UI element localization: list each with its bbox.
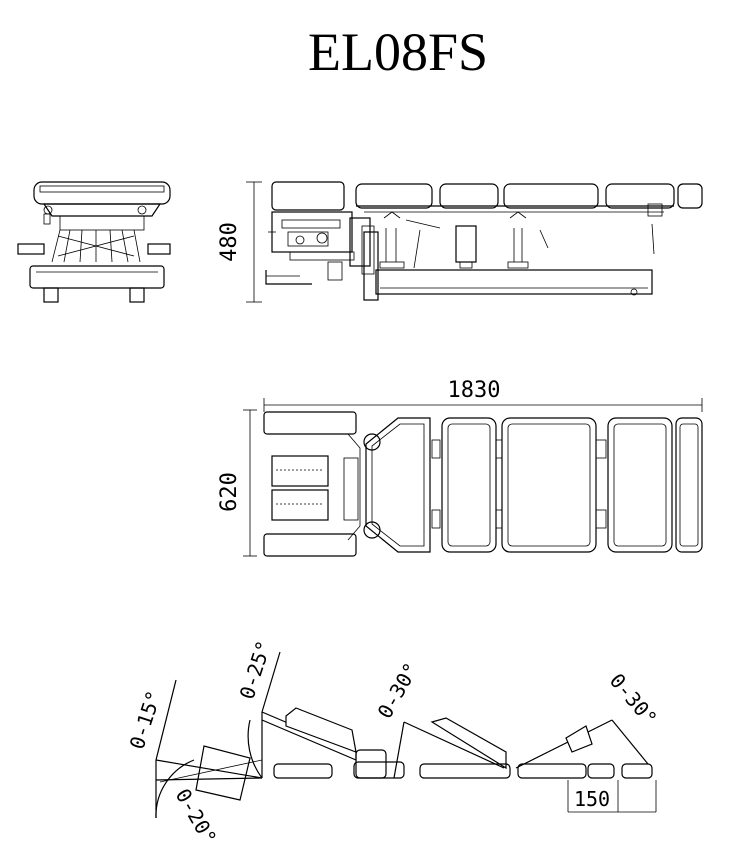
length-dimension: 1830 <box>448 378 501 403</box>
model-title: EL08FS <box>308 22 488 82</box>
section-dimension: 150 <box>574 787 610 811</box>
angle-diagram: 0-15° 0-20° 0-25° 0-30° 0-30° 150 <box>125 637 662 848</box>
chest-angle: 0-25° <box>235 637 276 702</box>
front-view <box>17 181 171 303</box>
top-view: 1830 620 <box>217 378 703 557</box>
lumbar-angle: 0-30° <box>372 658 423 722</box>
width-dimension: 620 <box>217 472 242 512</box>
side-view: 480 <box>217 181 703 303</box>
height-dimension: 480 <box>217 222 242 262</box>
